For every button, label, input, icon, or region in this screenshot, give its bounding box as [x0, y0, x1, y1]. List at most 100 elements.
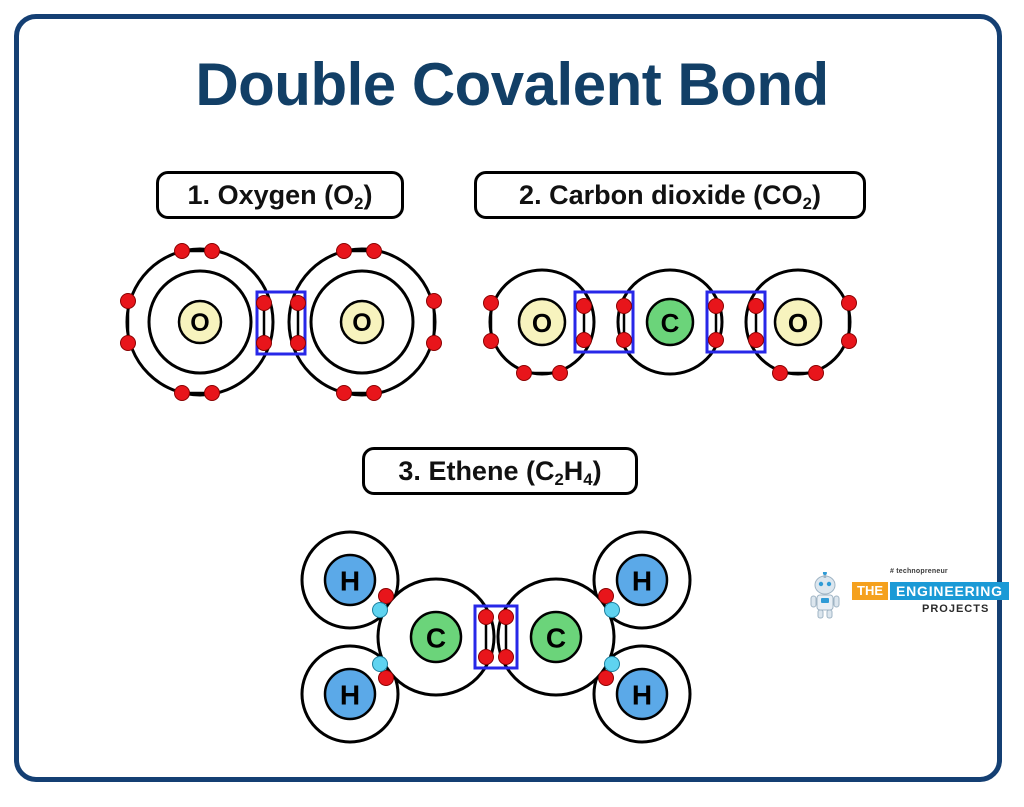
electron-dot — [598, 588, 614, 604]
electron-dot-shared — [256, 295, 272, 311]
label-formula-sub2-ethene: 4 — [583, 470, 593, 490]
electron-dot — [120, 293, 136, 309]
electron-dot-shared — [708, 332, 724, 348]
electron-dot — [841, 295, 857, 311]
bond-box — [573, 290, 635, 354]
electron-dot — [204, 243, 220, 259]
bond-box — [255, 290, 307, 356]
electron-dot-shared — [290, 295, 306, 311]
label-name-oxygen: Oxygen — [217, 179, 317, 210]
electron-dot — [426, 293, 442, 309]
nucleus-hydrogen — [323, 553, 377, 607]
label-text-ethene: 3. Ethene (C2H4) — [398, 455, 602, 490]
label-number-ethene: 3. — [398, 455, 421, 486]
electron-dot-hydrogen — [372, 602, 388, 618]
nucleus-oxygen — [517, 297, 567, 347]
label-name-ethene: Ethene — [428, 455, 519, 486]
electron-dot — [174, 243, 190, 259]
nucleus-label-hydrogen: H — [340, 680, 360, 711]
nucleus-oxygen — [177, 299, 223, 345]
electron-dot — [483, 333, 499, 349]
diagram-carbon-dioxide: O C O — [483, 268, 857, 381]
nucleus-label-oxygen: O — [190, 309, 209, 337]
electron-dot — [841, 333, 857, 349]
shared-electron-group-left — [576, 298, 632, 348]
electron-dot — [516, 365, 532, 381]
diagram-oxygen: O O — [120, 243, 442, 401]
nucleus-label-hydrogen: H — [632, 680, 652, 711]
nucleus-label-carbon: C — [426, 623, 446, 654]
ch-bond-electrons-bottom-left — [372, 656, 394, 686]
label-formula-tail-oxygen: ) — [363, 179, 373, 210]
label-formula-sub1-ethene: 2 — [554, 470, 564, 490]
electron-dot-shared — [478, 649, 494, 665]
electron-dot — [426, 335, 442, 351]
nucleus-oxygen — [773, 297, 823, 347]
electron-dot-shared — [498, 609, 514, 625]
logo-tagline: # technopreneur — [890, 568, 948, 575]
ch-bond-electrons-top-right — [598, 588, 620, 618]
page-title: Double Covalent Bond — [195, 51, 829, 118]
electron-dot-shared — [708, 298, 724, 314]
shared-electron-group-ethene — [478, 609, 514, 665]
nucleus-label-carbon: C — [546, 623, 566, 654]
electron-dot — [204, 385, 220, 401]
label-name-carbon-dioxide: Carbon dioxide — [549, 179, 746, 210]
section-label-ethene: 3. Ethene (C2H4) — [362, 447, 638, 495]
electron-dot-hydrogen — [604, 602, 620, 618]
electron-dot-hydrogen — [604, 656, 620, 672]
nucleus-hydrogen — [323, 667, 377, 721]
label-formula-ethene: (C — [525, 455, 555, 486]
nucleus-label-oxygen: O — [788, 308, 808, 338]
shared-electron-group-right — [708, 298, 764, 348]
electron-dot — [120, 335, 136, 351]
nucleus-hydrogen — [615, 667, 669, 721]
label-number-carbon-dioxide: 2. — [519, 179, 542, 210]
shared-electron-group-oxygen — [256, 295, 306, 351]
electron-dot — [552, 365, 568, 381]
electron-dot — [772, 365, 788, 381]
nucleus-label-hydrogen: H — [632, 566, 652, 597]
electron-dot-shared — [576, 298, 592, 314]
electron-dot-shared — [748, 298, 764, 314]
electron-group-left-oxygen — [483, 295, 568, 381]
electron-dot — [336, 385, 352, 401]
nucleus-carbon — [645, 297, 695, 347]
electron-dot-shared — [478, 609, 494, 625]
nucleus-label-oxygen: O — [352, 309, 371, 337]
electron-dot — [366, 385, 382, 401]
nucleus-oxygen — [339, 299, 385, 345]
label-formula-tail-carbon-dioxide: ) — [811, 179, 821, 210]
diagram-ethene: H H H H C C — [300, 530, 692, 744]
electron-dot-shared — [290, 335, 306, 351]
section-label-carbon-dioxide: 2. Carbon dioxide (CO2) — [474, 171, 866, 219]
bond-box — [473, 604, 519, 670]
electron-dot — [366, 243, 382, 259]
electron-dot — [336, 243, 352, 259]
electron-dot-shared — [576, 332, 592, 348]
nucleus-carbon — [529, 610, 583, 664]
label-text-carbon-dioxide: 2. Carbon dioxide (CO2) — [519, 179, 821, 214]
electron-group-left-oxygen — [120, 243, 220, 401]
nucleus-label-hydrogen: H — [340, 566, 360, 597]
label-text-oxygen: 1. Oxygen (O2) — [187, 179, 373, 214]
nucleus-label-oxygen: O — [532, 308, 552, 338]
electron-dot — [174, 385, 190, 401]
logo-word-projects: PROJECTS — [922, 603, 990, 615]
logo-word-the: THE — [852, 582, 888, 600]
bond-box — [705, 290, 767, 354]
nucleus-label-carbon: C — [661, 308, 680, 338]
label-formula-sub-carbon-dioxide: 2 — [802, 194, 812, 214]
electron-dot — [598, 670, 614, 686]
electron-dot-shared — [616, 332, 632, 348]
ch-bond-electrons-bottom-right — [598, 656, 620, 686]
electron-group-right-oxygen — [336, 243, 442, 401]
electron-dot-hydrogen — [372, 656, 388, 672]
label-formula-tail-ethene: ) — [592, 455, 602, 486]
electron-dot-shared — [616, 298, 632, 314]
brand-logo[interactable]: # technopreneur THE ENGINEERING PROJECTS — [800, 566, 1009, 628]
label-formula-mid-ethene: H — [563, 455, 584, 486]
electron-dot — [808, 365, 824, 381]
nucleus-hydrogen — [615, 553, 669, 607]
label-number-oxygen: 1. — [187, 179, 211, 210]
